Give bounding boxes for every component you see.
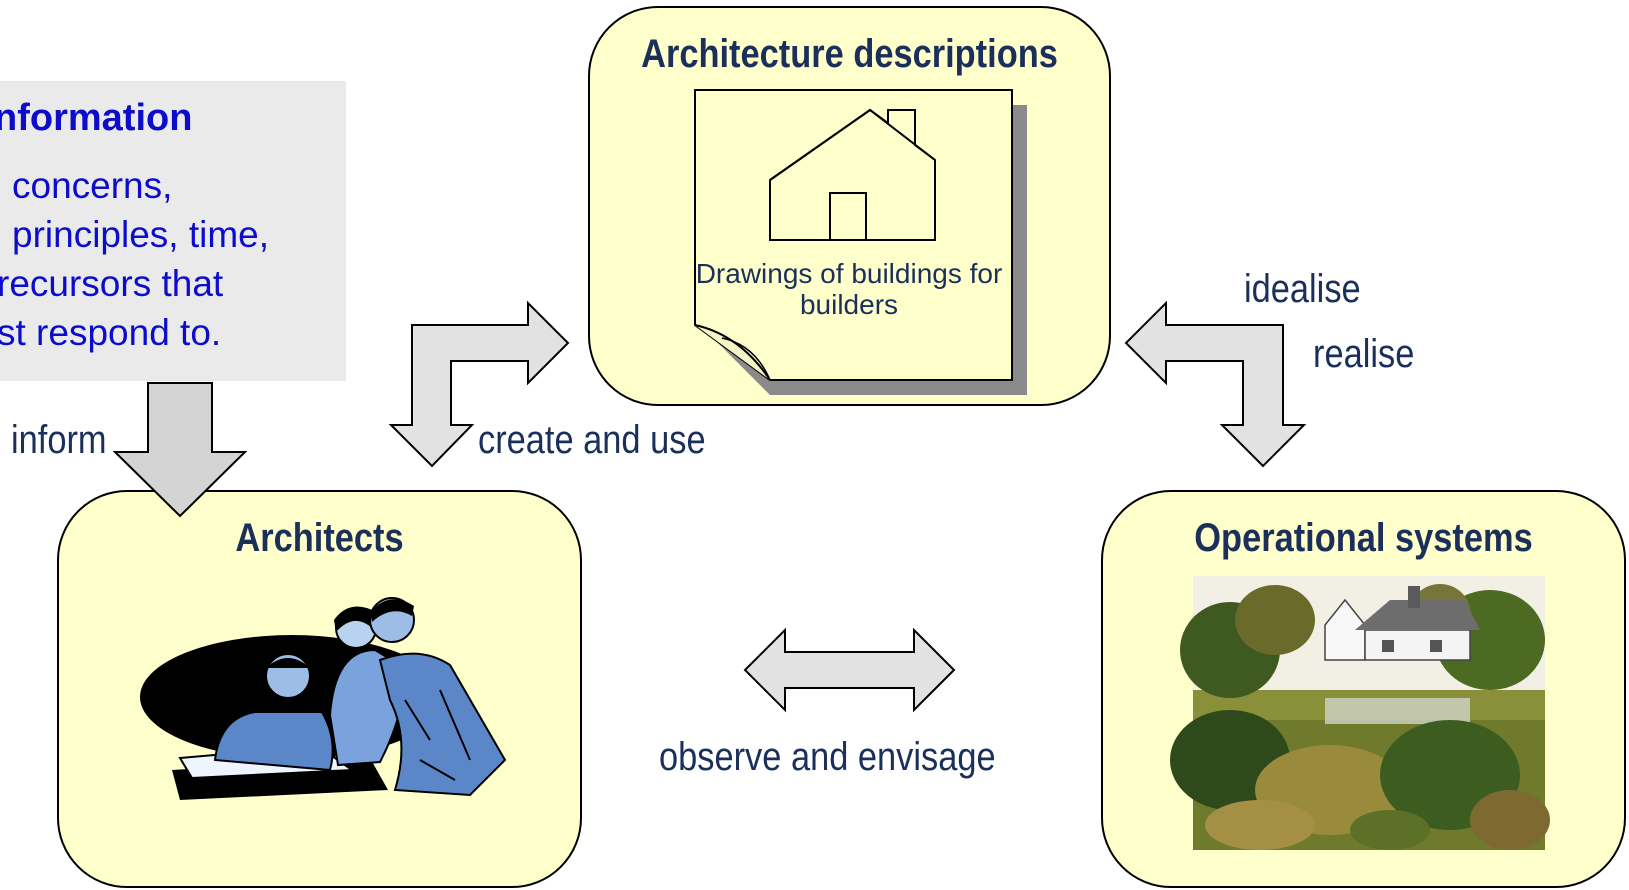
drawing-caption: Drawings of buildings for builders xyxy=(695,258,1003,320)
information-line-2: principles, time, xyxy=(12,214,270,255)
architecture-descriptions-title: Architecture descriptions xyxy=(641,32,1058,76)
operational-systems-title: Operational systems xyxy=(1194,516,1533,560)
cottage-landscape-icon xyxy=(1170,576,1550,850)
information-panel: nformation concerns, principles, time, r… xyxy=(0,81,346,381)
information-line-4: st respond to. xyxy=(0,312,222,353)
realise-label: realise xyxy=(1313,332,1415,376)
idealise-realise-arrow xyxy=(1124,300,1307,468)
create-and-use-label: create and use xyxy=(478,418,706,462)
architects-title: Architects xyxy=(235,516,404,560)
house-drawing-icon xyxy=(694,89,1027,395)
information-line-1: concerns, xyxy=(12,165,173,206)
information-title: nformation xyxy=(0,97,193,139)
inform-arrow xyxy=(112,382,248,518)
observe-and-envisage-arrow xyxy=(743,627,956,713)
architects-clipart-icon xyxy=(140,597,507,800)
idealise-label: idealise xyxy=(1244,267,1361,311)
observe-and-envisage-label: observe and envisage xyxy=(659,735,996,779)
inform-label: inform xyxy=(11,418,107,462)
information-line-3: recursors that xyxy=(0,263,224,304)
create-and-use-arrow xyxy=(388,300,570,468)
